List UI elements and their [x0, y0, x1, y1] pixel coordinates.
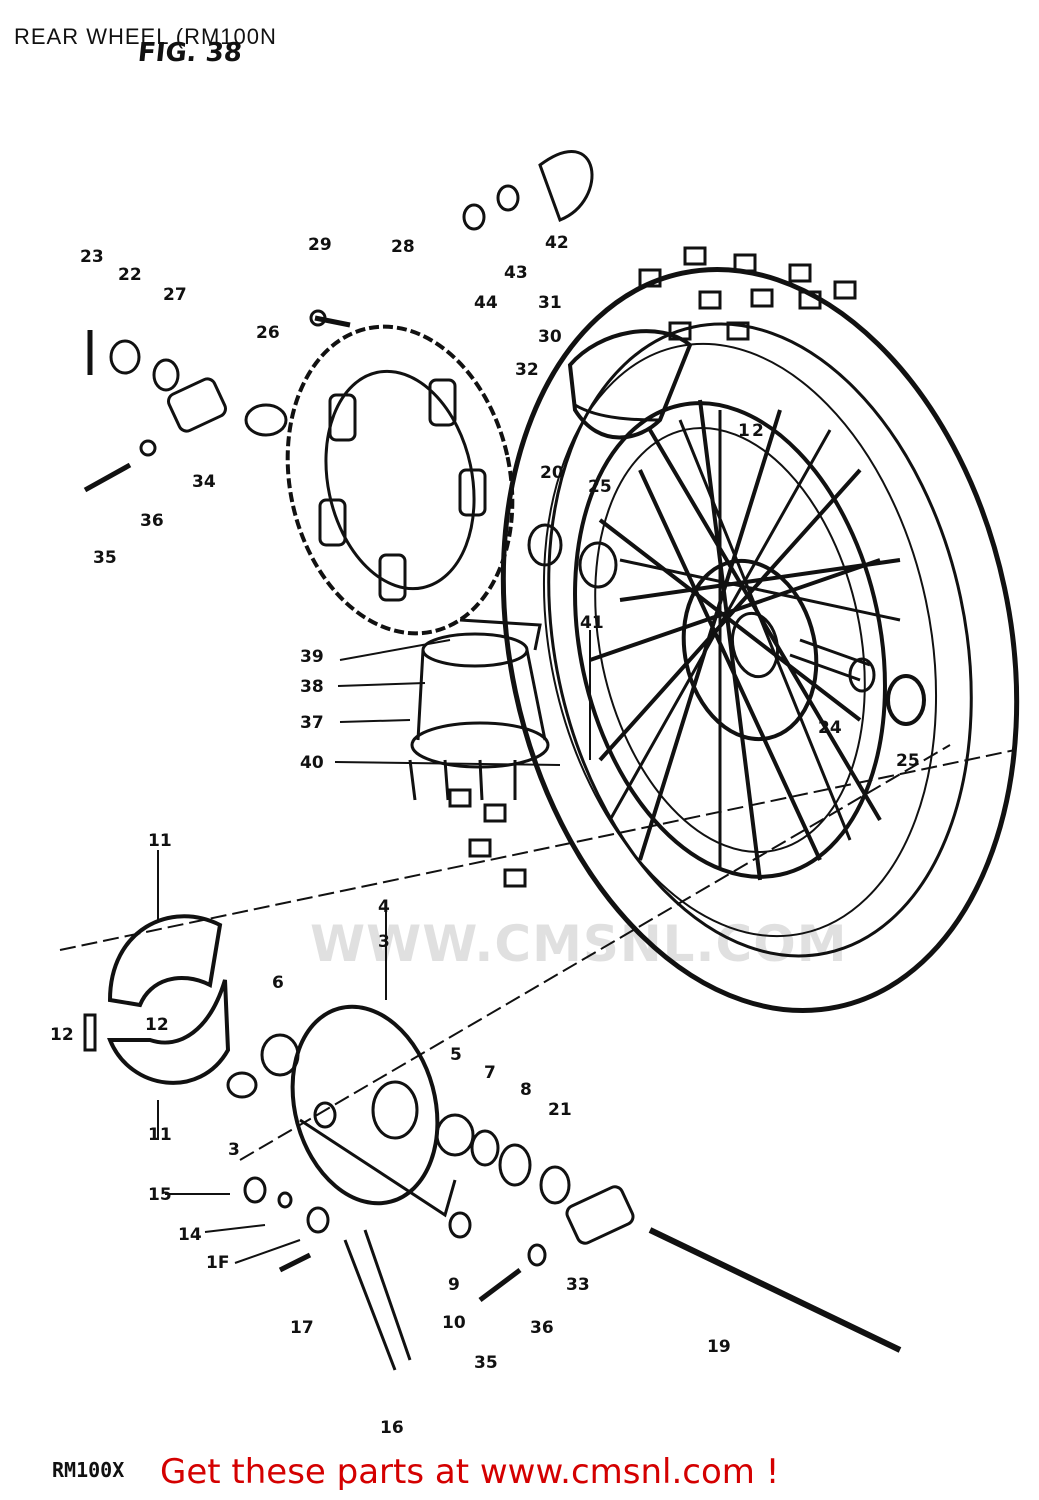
- tire: [500, 267, 1020, 1013]
- callout-40: 40: [300, 753, 324, 773]
- callout-30: 30: [538, 327, 562, 347]
- callout-22: 22: [118, 265, 142, 285]
- callout-16: 16: [380, 1418, 404, 1438]
- callout-15: 15: [148, 1185, 172, 1205]
- callout-27: 27: [163, 285, 187, 305]
- callout-39: 39: [300, 647, 324, 667]
- callout-2: 2: [752, 421, 764, 441]
- callout-11-bottom: 11: [148, 1125, 172, 1145]
- callout-11-top: 11: [148, 831, 172, 851]
- small-parts: [83, 150, 902, 1371]
- callout-20: 20: [540, 463, 564, 483]
- callout-42: 42: [545, 233, 569, 253]
- brake-panel: [290, 1004, 457, 1218]
- callout-38: 38: [300, 677, 324, 697]
- callout-21: 21: [548, 1100, 572, 1120]
- callout-36-bottom: 36: [530, 1318, 554, 1338]
- callout-29: 29: [308, 235, 332, 255]
- callout-4: 4: [378, 897, 390, 917]
- model-code: RM100X: [52, 1458, 125, 1482]
- axis-lines: [59, 744, 1016, 1161]
- callout-34: 34: [192, 472, 216, 492]
- callout-24: 24: [818, 718, 842, 738]
- callout-35-bottom: 35: [474, 1353, 498, 1373]
- callout-8: 8: [520, 1080, 532, 1100]
- callout-32: 32: [515, 360, 539, 380]
- callout-41: 41: [580, 613, 604, 633]
- callout-31: 31: [538, 293, 562, 313]
- callout-25-top: 25: [588, 477, 612, 497]
- callout-3-top: 3: [378, 932, 390, 952]
- callout-25-right: 25: [896, 751, 920, 771]
- callout-37: 37: [300, 713, 324, 733]
- leader-lines: [157, 630, 591, 1264]
- callout-6: 6: [272, 973, 284, 993]
- rim-and-spokes: [573, 399, 901, 881]
- callout-44: 44: [474, 293, 498, 313]
- callout-17: 17: [290, 1318, 314, 1338]
- callout-9: 9: [448, 1275, 460, 1295]
- page-title: REAR WHEEL (RM100N: [14, 24, 277, 49]
- callout-7: 7: [484, 1063, 496, 1083]
- callout-26: 26: [256, 323, 280, 343]
- brake-shoes: [83, 914, 231, 1085]
- callout-36: 36: [140, 511, 164, 531]
- callout-12-inner: 12: [145, 1015, 169, 1035]
- promo-link[interactable]: Get these parts at www.cmsnl.com !: [160, 1452, 780, 1492]
- callout-43: 43: [504, 263, 528, 283]
- rim-band: [567, 329, 693, 440]
- callout-35: 35: [93, 548, 117, 568]
- callout-1: 1: [738, 421, 750, 441]
- callout-28: 28: [391, 237, 415, 257]
- callout-14: 14: [178, 1225, 202, 1245]
- callout-1F: 1F: [206, 1253, 229, 1273]
- wheel-hub: [681, 558, 926, 742]
- watermark: WWW.CMSNL.COM: [310, 915, 848, 973]
- callout-10: 10: [442, 1313, 466, 1333]
- callout-5: 5: [450, 1045, 462, 1065]
- callout-19: 19: [707, 1337, 731, 1357]
- sprocket-drum: [408, 618, 550, 801]
- callout-33: 33: [566, 1275, 590, 1295]
- callout-12-left: 12: [50, 1025, 74, 1045]
- callout-23: 23: [80, 247, 104, 267]
- callout-3-bottom: 3: [228, 1140, 240, 1160]
